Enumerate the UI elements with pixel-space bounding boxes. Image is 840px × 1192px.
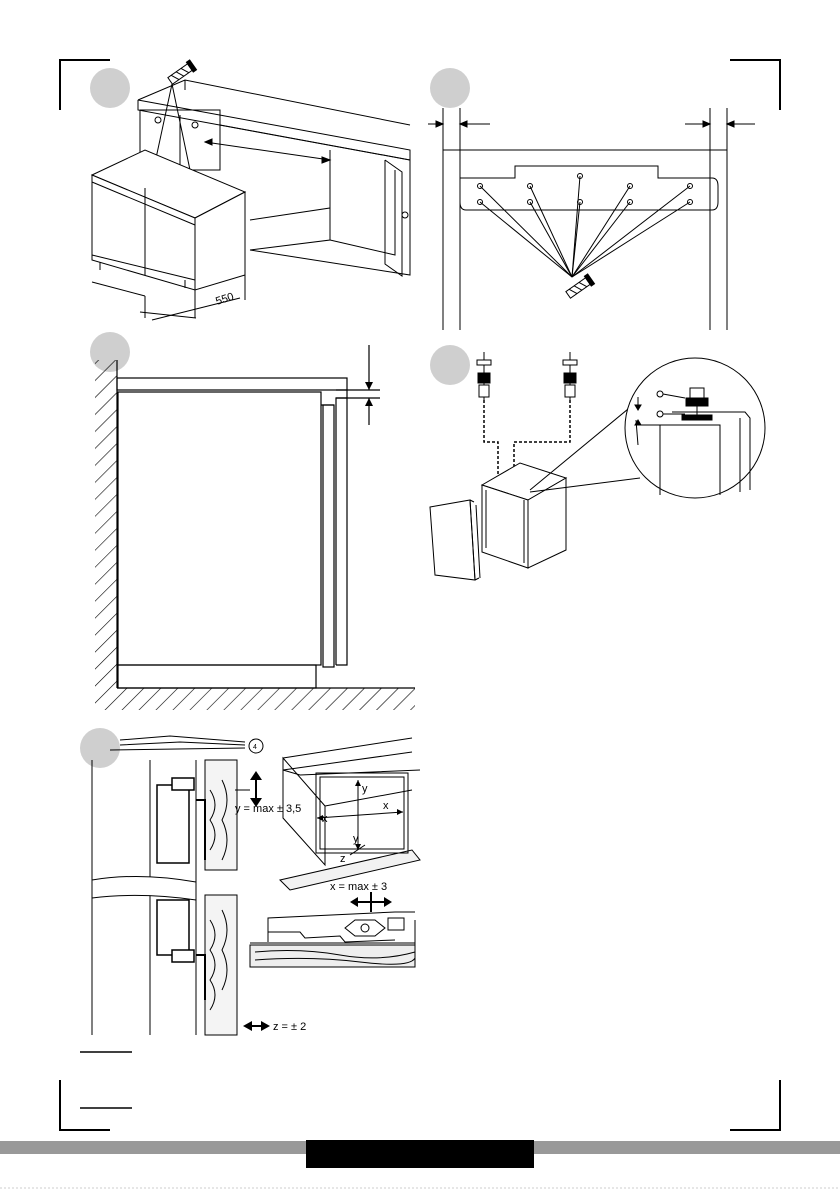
y-adjust-label: y = max ± 3,5 [235, 803, 301, 815]
detail-magnifier [625, 358, 765, 498]
axis-z: z [340, 853, 346, 865]
bolt-icon-left [477, 352, 491, 400]
footer-page-block [306, 1140, 534, 1168]
axis-y-bottom: y [353, 833, 359, 845]
screw-icon [565, 274, 595, 300]
step-marker-4 [430, 345, 470, 385]
bolt-icon-right [563, 352, 577, 400]
axis-x-right: x [383, 800, 389, 812]
callout-number: 4 [253, 744, 257, 751]
step-marker-5 [80, 728, 120, 768]
x-adjust-label: x = max ± 3 [330, 881, 387, 893]
axis-x-left: x [322, 813, 328, 825]
z-adjust-label: z = ± 2 [273, 1021, 306, 1033]
step-marker-2 [430, 68, 470, 108]
figure-2-mounting-bracket [428, 68, 755, 330]
figure-3-side-section [90, 332, 415, 710]
wall-floor-hatch [95, 360, 415, 710]
axis-y-top: y [362, 783, 368, 795]
screw-leader-lines [480, 176, 690, 277]
figure-4-door-panel-attachment [430, 345, 765, 580]
step-marker-1 [90, 68, 130, 108]
depth-label: 550 [214, 291, 235, 308]
figure-1-cabinet-placement [90, 60, 410, 320]
